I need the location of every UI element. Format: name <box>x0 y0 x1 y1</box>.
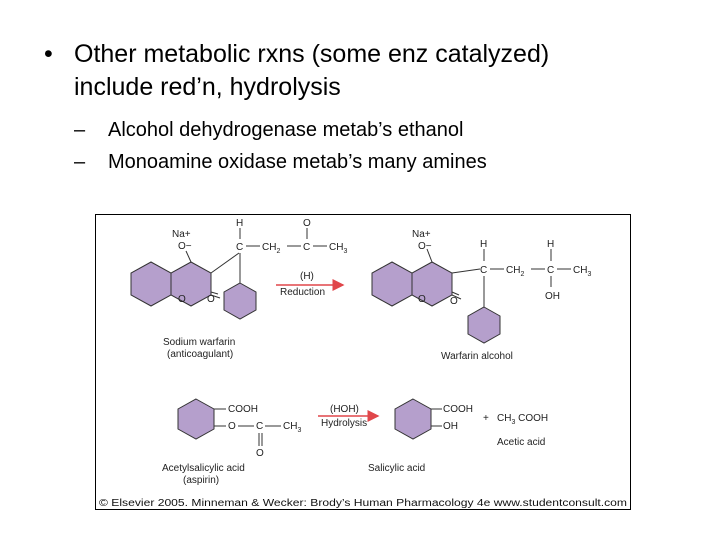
ch3-label: CH3 <box>329 242 347 255</box>
hydrolysis-arrow-group: (HOH) Hydrolysis <box>318 404 380 429</box>
coumarin-benzene-ring-2 <box>371 261 413 307</box>
sodium-warfarin-structure: Na+ O− O O H C CH2 C O CH3 <box>130 218 347 320</box>
phenyl-ring-2 <box>467 306 501 344</box>
hydrolysis-label: Hydrolysis <box>321 418 367 429</box>
acetic-acid-name: Acetic acid <box>497 437 545 448</box>
sub-bullet-2-text: Monoamine oxidase metab’s many amines <box>108 151 487 173</box>
reaction-figure: Na+ O− O O H C CH2 C O CH3 (H) Reduction… <box>95 214 631 510</box>
h1-label: H <box>480 239 487 250</box>
aspirin-o-bottom-label: O <box>256 448 264 459</box>
ring-oxygen-label-2: O <box>418 294 426 305</box>
acetic-acid-group: + CH3 COOH Acetic acid <box>483 413 548 448</box>
salicylic-acid-structure: COOH OH <box>394 398 473 440</box>
o-top-label: O <box>303 218 311 229</box>
aspirin-structure: COOH O C CH3 O <box>177 398 301 459</box>
aspirin-c-label: C <box>256 421 263 432</box>
reduction-reagent: (H) <box>300 271 314 282</box>
phenyl-ring <box>223 282 257 320</box>
plus-sign: + <box>483 413 489 424</box>
caption-aspirin: (aspirin) <box>183 475 219 486</box>
bullet-dot: • <box>44 40 53 68</box>
caption-warfarin-alcohol: Warfarin alcohol <box>441 351 513 362</box>
salicylic-benzene-ring <box>394 398 432 440</box>
coumarin-pyranone-ring <box>170 261 212 307</box>
dash-1: – <box>74 119 86 141</box>
na-label-2: Na+ <box>412 229 431 240</box>
hydrolysis-reagent: (HOH) <box>330 404 359 415</box>
reduction-arrow-group: (H) Reduction <box>276 271 345 298</box>
o-minus-label-2: O− <box>418 241 432 252</box>
salicylic-oh-label: OH <box>443 421 458 432</box>
bullet-line-2: include red’n, hydrolysis <box>74 73 341 101</box>
c1-label: C <box>480 265 487 276</box>
caption-anticoagulant: (anticoagulant) <box>167 349 233 360</box>
reduction-label: Reduction <box>280 287 325 298</box>
h-label: H <box>236 218 243 229</box>
aspirin-cooh-label: COOH <box>228 404 258 415</box>
warfarin-alcohol-structure: Na+ O− O O H C CH2 C H CH3 OH <box>371 229 591 344</box>
reaction-diagram: Na+ O− O O H C CH2 C O CH3 (H) Reduction… <box>99 218 627 509</box>
oh-label: OH <box>545 291 560 302</box>
ring-oxygen-label: O <box>178 294 186 305</box>
caption-acetylsalicylic-acid: Acetylsalicylic acid <box>162 463 245 474</box>
na-label: Na+ <box>172 229 191 240</box>
o-minus-label: O− <box>178 241 192 252</box>
c2-label: C <box>303 242 310 253</box>
slide-text: • Other metabolic rxns (some enz catalyz… <box>0 0 720 200</box>
h2-label: H <box>547 239 554 250</box>
carbonyl-oxygen-label: O <box>207 294 215 305</box>
ch2-label-2: CH2 <box>506 265 524 278</box>
caption-sodium-warfarin: Sodium warfarin <box>163 337 235 348</box>
bullet-line-1: Other metabolic rxns (some enz catalyzed… <box>74 40 550 68</box>
aspirin-benzene-ring <box>177 398 215 440</box>
aspirin-ch3-label: CH3 <box>283 421 301 434</box>
acetic-acid-formula: CH3 COOH <box>497 413 548 426</box>
ch3-label-2: CH3 <box>573 265 591 278</box>
salicylic-cooh-label: COOH <box>443 404 473 415</box>
dash-2: – <box>74 151 86 173</box>
caption-salicylic-acid: Salicylic acid <box>368 463 425 474</box>
ch2-label: CH2 <box>262 242 280 255</box>
c-label: C <box>236 242 243 253</box>
carbonyl-oxygen-label-2: O <box>450 296 458 307</box>
copyright-notice: © Elsevier 2005. Minneman & Wecker: Brod… <box>99 498 627 509</box>
bullet-text: Other metabolic rxns (some enz catalyzed… <box>74 38 674 104</box>
coumarin-benzene-ring <box>130 261 172 307</box>
sub-bullet-1-text: Alcohol dehydrogenase metab’s ethanol <box>108 119 464 141</box>
c2-label-2: C <box>547 265 554 276</box>
aspirin-o-label: O <box>228 421 236 432</box>
